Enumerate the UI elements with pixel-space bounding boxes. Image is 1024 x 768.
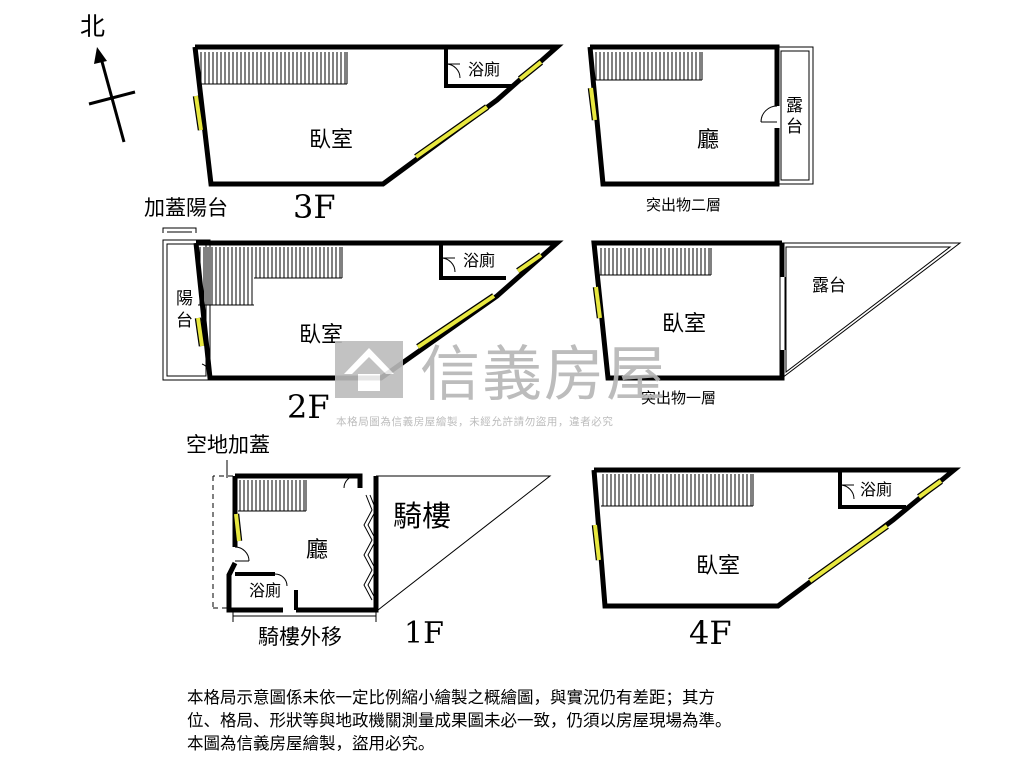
room-terrace-annex-1: 露台 [812,276,846,296]
floor-1f [212,460,552,622]
brand-logo-icon [335,341,403,398]
compass-label: 北 [80,12,105,41]
room-bedroom-4f: 臥室 [696,554,740,579]
stairs-4f [601,474,754,507]
room-hall-annex-2: 廳 [697,128,719,153]
stairs-2f [198,247,343,306]
stairs-1f [238,480,307,512]
room-bath-3f: 浴廁 [468,60,500,79]
room-balcony-2f: 陽台 [176,289,193,331]
watermark-brand: 信義房屋 [420,340,668,410]
room-arcade-1f: 騎樓 [393,499,451,533]
floor-4f [591,467,961,609]
stairs-annex-2 [594,52,703,81]
floor-2f [162,227,564,381]
disclaimer: 本格局示意圖係未依一定比例縮小繪製之概繪圖，與實況仍有差距；其方 位、格局、形狀… [187,686,907,755]
wall-1f [235,473,363,488]
watermark-notice: 本格局圖為信義房屋繪製，未經允許請勿盜用，違者必究 [336,415,614,428]
label-added-balcony: 加蓋陽台 [144,196,228,220]
stairs-annex-1 [599,248,712,276]
room-hall-1f: 廳 [306,538,328,563]
room-bedroom-3f: 臥室 [309,128,353,153]
floor-label-1f: 1F [404,616,444,651]
disclaimer-line-1: 本格局示意圖係未依一定比例縮小繪製之概繪圖，與實況仍有差距；其方 [187,688,715,707]
wall-2f [193,240,564,381]
wall-4f [591,467,961,609]
room-bath-1f: 浴廁 [249,581,281,600]
room-bath-2f: 浴廁 [463,251,495,270]
disclaimer-line-3: 本圖為信義房屋繪製，盜用必究。 [187,734,435,753]
floor-label-annex-2: 突出物二層 [646,196,721,214]
disclaimer-line-2: 位、格局、形狀等與地政機關測量成果圖未必一致，仍須以房屋現場為準。 [187,711,732,730]
floor-label-3f: 3F [293,188,336,226]
terrace-char-2: 台 [786,117,803,137]
balcony-char-1: 陽 [176,289,193,309]
north-arrow-icon [88,47,136,143]
annex-2 [587,44,814,187]
room-bedroom-annex-1: 臥室 [662,312,706,337]
balcony-char-2: 台 [176,311,193,331]
label-vacant-addition: 空地加蓋 [186,433,270,457]
floor-label-4f: 4F [689,614,732,652]
floor-label-2f: 2F [287,388,330,426]
watermark: 信義房屋 本格局圖為信義房屋繪製，未經允許請勿盜用，違者必究 [335,340,668,428]
floor-3f [192,44,564,187]
stairs-3f [199,52,348,85]
floor-label-annex-1: 突出物一層 [641,389,716,407]
annex-1 [591,240,962,381]
label-arcade-shift: 騎樓外移 [258,625,342,649]
room-bath-4f: 浴廁 [860,480,892,499]
room-terrace-annex-2: 露台 [786,96,803,137]
terrace-char-1: 露 [786,96,803,116]
